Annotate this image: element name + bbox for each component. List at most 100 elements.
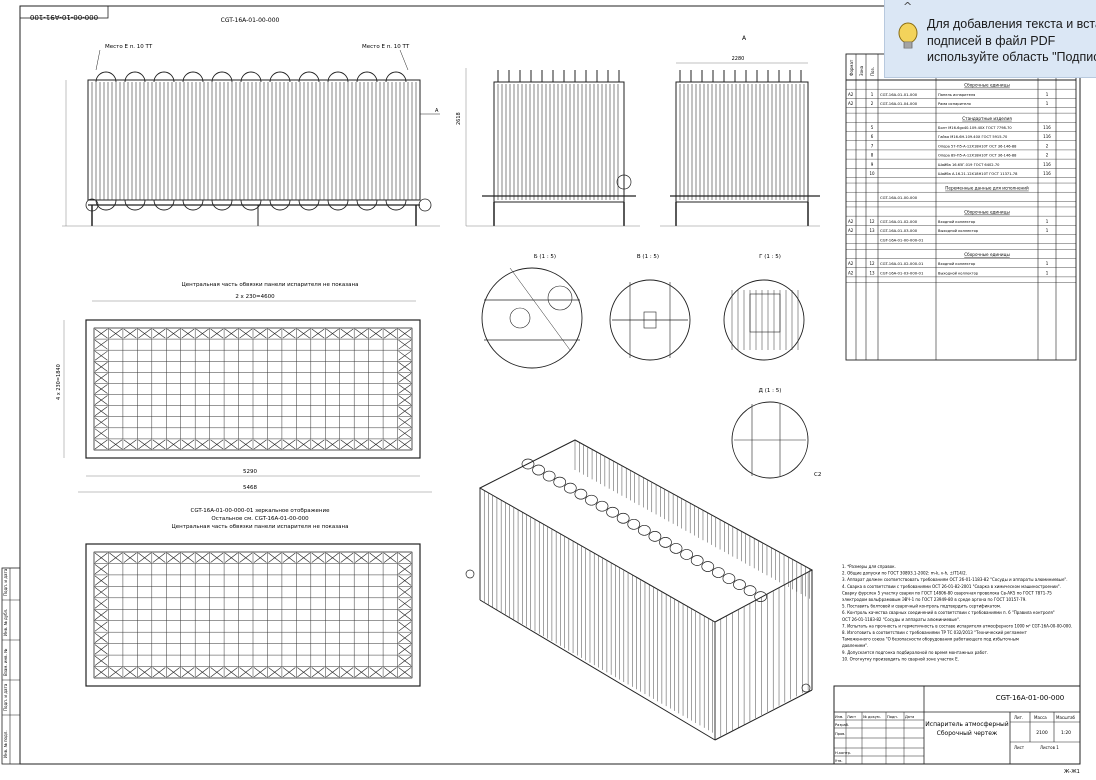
title-col-ndok: № докум. [863,715,881,719]
pdf-hint-line1: Для добавления текста и вста [927,17,1096,31]
spec-cell-code: CGT-16A-01-01-000 [880,92,918,97]
sheet-frame [19,5,1081,765]
spec-cell-pos: 9 [871,162,874,167]
title-utv: Утв. [835,759,843,763]
title-col-podp: Подп. [887,715,898,719]
spec-cell-format: А2 [848,219,854,224]
detail-d-label: Д (1 : 5) [759,388,782,394]
dim-end-width: 2280 [732,56,745,62]
spec-cell-pos: 13 [869,228,875,233]
lightbulb-icon [898,22,918,49]
spec-cell-qty: 2 [1046,153,1049,158]
dim-side-height: 2618 [456,112,462,125]
spec-cell-qty: 1 [1046,101,1049,106]
spec-header-zone: Зона [859,65,864,76]
pdf-signature-hint[interactable]: Для добавления текста и вста подписей в … [884,0,1096,78]
detail-d: Д (1 : 5) C2 [731,388,821,479]
spec-cell-pos: 1 [871,92,874,97]
dim-plan-side: 4 х 230=1840 [56,364,62,400]
spec-cell-code: CGT-16A-01-02-000-01 [880,261,924,266]
spec-cell-pos: 12 [869,261,875,266]
title-mass: 2100 [1036,730,1048,736]
bottom-right-code: Ж-Ж1 [1064,769,1080,775]
spec-cell-qty: 116 [1043,162,1051,167]
spec-cell-name: Выходной коллектор [938,271,979,275]
pdf-hint-line3: используйте область "Подпис [927,50,1096,64]
title-scale-label: Масштаб [1056,715,1076,720]
spec-cell-pos: 5 [871,125,874,130]
plan-top-caption: Центральная часть обвязки панели испарит… [181,282,358,288]
title-mass-label: Масса [1034,715,1047,720]
spec-cell-name: Шайба А.16.21.12Х18Н10Т ГОСТ 11371-78 [938,172,1018,176]
plan-bottom-caption2: Остальное см. CGT-16A-01-00-000 [211,516,309,522]
isometric-view [465,439,814,741]
title-sheets: Листов 1 [1040,745,1059,750]
chevron-up-icon[interactable]: ^ [903,0,913,13]
spec-cell-format: А2 [848,228,854,233]
spec-cell-name: Входной коллектор [938,262,976,266]
spec-cell-qty: 116 [1043,125,1051,130]
spec-cell-code: CGT-16A-01-00-000 [880,195,918,200]
detail-g: Г (1 : 5) [723,254,805,361]
title-razrab: Разраб. [835,723,849,727]
title-col-data: Дата [905,715,914,719]
note-line: 7. Испытать на прочность и герметичность… [842,623,1072,628]
spec-cell-pos: 2 [871,101,874,106]
side-stamp-2: Инв. № дубл. [3,609,8,636]
title-col-list: Лист [847,715,856,719]
detail-b-label: Б (1 : 5) [534,254,556,260]
title-scale: 1:20 [1061,730,1071,736]
place-label-right: Место Е п. 10 ТТ [362,44,410,50]
spec-cell-pos: 13 [869,270,875,275]
side-stamp-4: Подп. и дата [3,683,8,711]
note-line: 10. Отогнутку производить по сварной зон… [842,656,959,661]
spec-cell-name: Шайба 16.65Г.019 ГОСТ 6402-70 [938,163,1000,167]
note-line: ОСТ 26-01-1183-82 "Сосуды и аппараты алю… [842,617,960,622]
spec-cell-name: Гайка М16-6H.109.40Х ГОСТ 5915-70 [938,135,1008,139]
spec-cell-format: А2 [848,92,854,97]
spec-cell-name: Опора 57-П5-А-12Х18Н10Т ОСТ 36-146-88 [938,144,1017,148]
title-doc-code: CGT-16A-01-00-000 [996,694,1065,702]
note-line: 4. Сварка в соответствии с требованиями … [842,584,1061,589]
spec-header-pos: Поз. [870,67,875,76]
detail-v-label: В (1 : 5) [637,254,659,260]
spec-section-title: Стандартные изделия [962,116,1012,121]
plan-bottom-caption1: CGT-16A-01-00-000-01 зеркальное отображе… [191,508,331,514]
spec-cell-pos: 6 [871,134,874,139]
side-stamp-1: Подп. и дата [3,568,8,596]
spec-cell-pos: 12 [869,219,875,224]
side-stamp-3: Взам. инв. № [3,649,8,676]
note-line: 3. Аппарат должен соответствовать требов… [842,577,1068,582]
spec-cell-code: CGT-16A-01-02-000 [880,219,918,224]
spec-cell-code: CGT-16A-01-03-000-01 [880,270,924,275]
note-line: 8. Изготовить в соответствии с требовани… [842,630,1028,635]
spec-cell-qty: 2 [1046,143,1049,148]
weld-label: C2 [814,472,821,478]
title-name-1: Испаритель атмосферный [925,721,1009,728]
plan-top-dim3: 5468 [243,485,257,491]
note-line: давлением". [842,643,868,648]
plan-bottom-caption3: Центральная часть обвязки панели испарит… [171,524,348,530]
spec-section-title: Переменные данные для исполнений [945,186,1029,191]
arrow-a-label: A [435,108,439,114]
spec-section-title: Сборочные единицы [964,210,1010,215]
side-stamp [1,567,21,765]
spec-cell-pos: 7 [871,143,874,148]
spec-cell-name: Входной коллектор [938,220,976,224]
detail-g-label: Г (1 : 5) [759,254,781,260]
front-view: CGT-16A-01-00-000 Место Е п. 10 ТТ Место… [62,17,462,227]
plan-top-dim1: 2 х 230=4600 [235,294,275,300]
note-line: Сварку фурслен 5 участку сварки по ГОСТ … [842,590,1052,595]
spec-cell-code: CGT-16A-01-00-000-01 [880,237,924,242]
note-line: Таможенного союза "О безопасности оборуд… [841,637,1019,642]
spec-cell-qty: 1 [1046,228,1049,233]
spec-cell-qty: 116 [1043,134,1051,139]
spec-cell-qty: 1 [1046,261,1049,266]
title-lit: Лит. [1014,715,1023,720]
note-line: 5. Поставить болтовой и сварочный контро… [842,604,1001,609]
spec-cell-format: А2 [848,101,854,106]
spec-cell-pos: 10 [869,171,875,176]
title-block: CGT-16A-01-00-000 Испаритель атмосферный… [833,685,1081,765]
